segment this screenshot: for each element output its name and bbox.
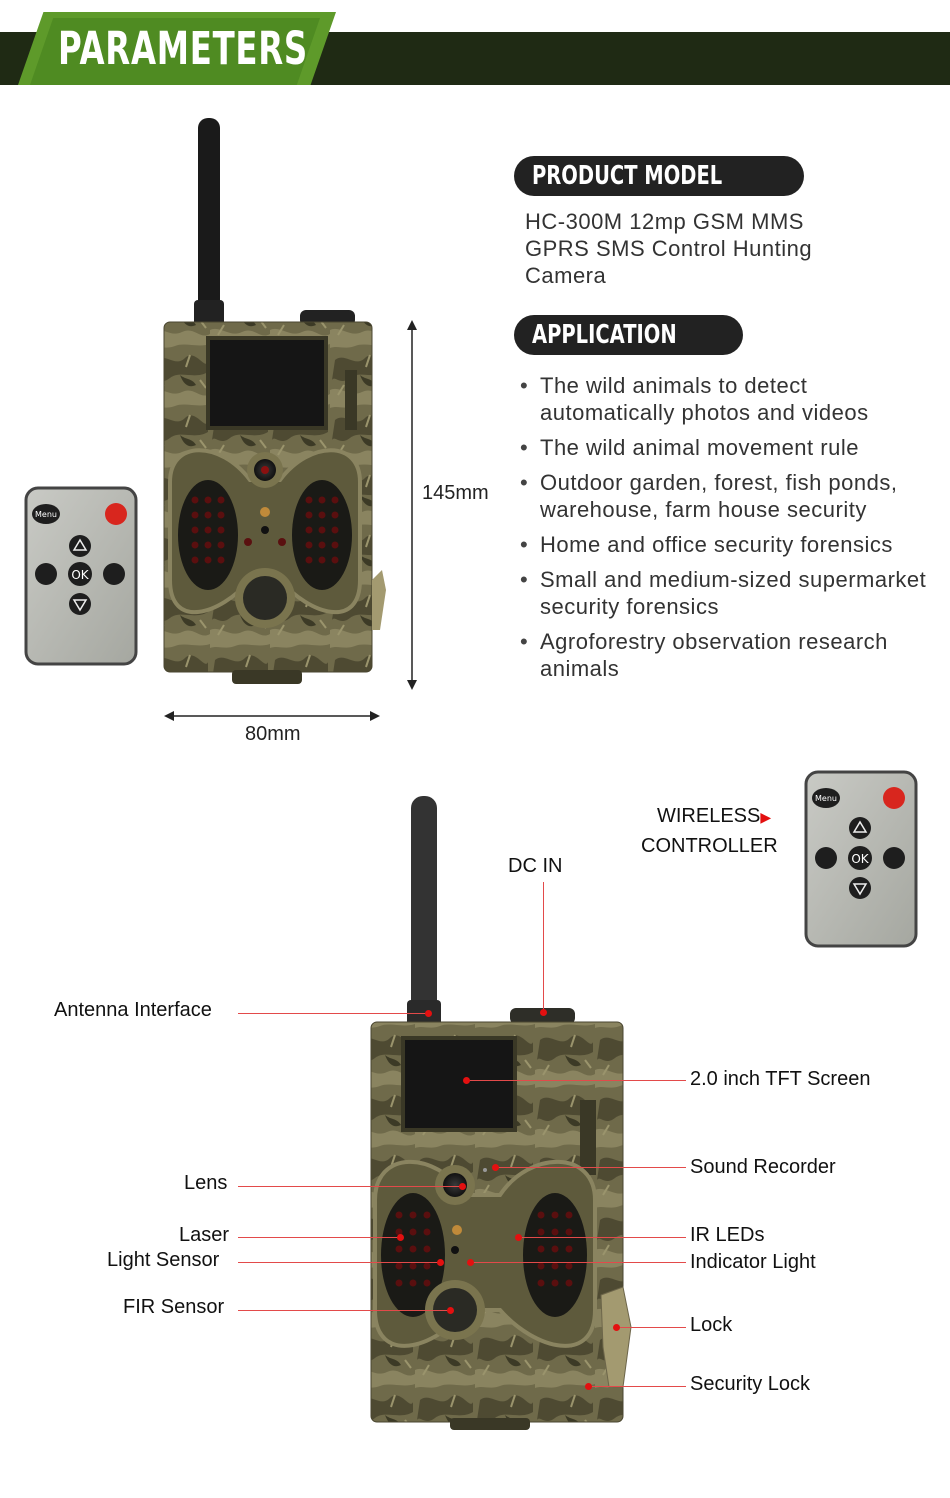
indicator-light-label: Indicator Light [690,1251,816,1273]
dc-in-label: DC IN [508,855,563,877]
indicator-light-line [470,1262,686,1263]
controller-ok-label: OK [851,852,869,866]
sound-recorder-line [495,1167,686,1168]
lock-label: Lock [690,1314,733,1336]
sound-recorder-dot [492,1164,499,1171]
wireless-controller-image: Menu OK [804,770,918,948]
light-sensor-line [238,1262,440,1263]
sound-recorder-label: Sound Recorder [690,1156,836,1178]
list-item: Outdoor garden, forest, fish ponds, ware… [520,469,930,523]
laser-line [238,1237,400,1238]
product-model-text: HC-300M 12mp GSM MMS GPRS SMS Control Hu… [525,209,813,288]
width-dimension-arrow [164,711,380,721]
list-item: The wild animal movement rule [520,434,930,461]
security-lock-dot [585,1383,592,1390]
application-heading: APPLICATION [514,315,743,355]
wireless-controller-label-line2: CONTROLLER [641,835,778,857]
remote-ok-label: OK [71,568,89,582]
antenna-line [238,1013,428,1014]
light-sensor-label: Light Sensor [107,1249,220,1271]
tft-screen-line [466,1080,686,1081]
camera-diagram-image [370,796,632,1430]
indicator-light-dot [467,1259,474,1266]
antenna-interface-label: Antenna Interface [54,999,212,1021]
fir-sensor-dot [447,1307,454,1314]
ir-leds-line [518,1237,686,1238]
dc-in-dot [540,1009,547,1016]
ir-leds-label: IR LEDs [690,1224,765,1246]
remote-menu-label: Menu [35,510,57,519]
height-dimension-label: 145mm [422,482,489,504]
fir-sensor-label: FIR Sensor [123,1296,225,1318]
lock-dot [613,1324,620,1331]
security-lock-label: Security Lock [690,1373,811,1395]
controller-menu-label: Menu [815,794,837,803]
antenna-dot [425,1010,432,1017]
header-tab [30,18,320,85]
tft-screen-label: 2.0 inch TFT Screen [690,1068,871,1090]
laser-label: Laser [179,1224,230,1246]
fir-sensor-line [238,1310,450,1311]
height-dimension-arrow [407,320,417,690]
lens-label: Lens [184,1172,228,1194]
width-dimension-label: 80mm [245,723,301,745]
list-item: The wild animals to detect automatically… [520,372,930,426]
list-item: Small and medium-sized supermarket secur… [520,566,930,620]
ir-leds-dot [515,1234,522,1241]
camera-front-image [163,118,386,684]
lens-line [238,1186,462,1187]
lock-line [616,1327,686,1328]
security-lock-line [588,1386,686,1387]
light-sensor-dot [437,1259,444,1266]
lens-dot [459,1183,466,1190]
wireless-controller-label-line1: WIRELESS▶ [657,805,772,827]
product-model-heading: PRODUCT MODEL [514,156,804,196]
list-item: Agroforestry observation research animal… [520,628,930,682]
application-list: The wild animals to detect automatically… [520,372,930,690]
arrow-right-icon: ▶ [760,809,772,825]
tft-screen-dot [463,1077,470,1084]
page-title: PARAMETERS [58,22,308,75]
list-item: Home and office security forensics [520,531,930,558]
dc-in-line [543,882,544,1012]
laser-dot [397,1234,404,1241]
remote-control-image: Menu OK [24,486,138,666]
